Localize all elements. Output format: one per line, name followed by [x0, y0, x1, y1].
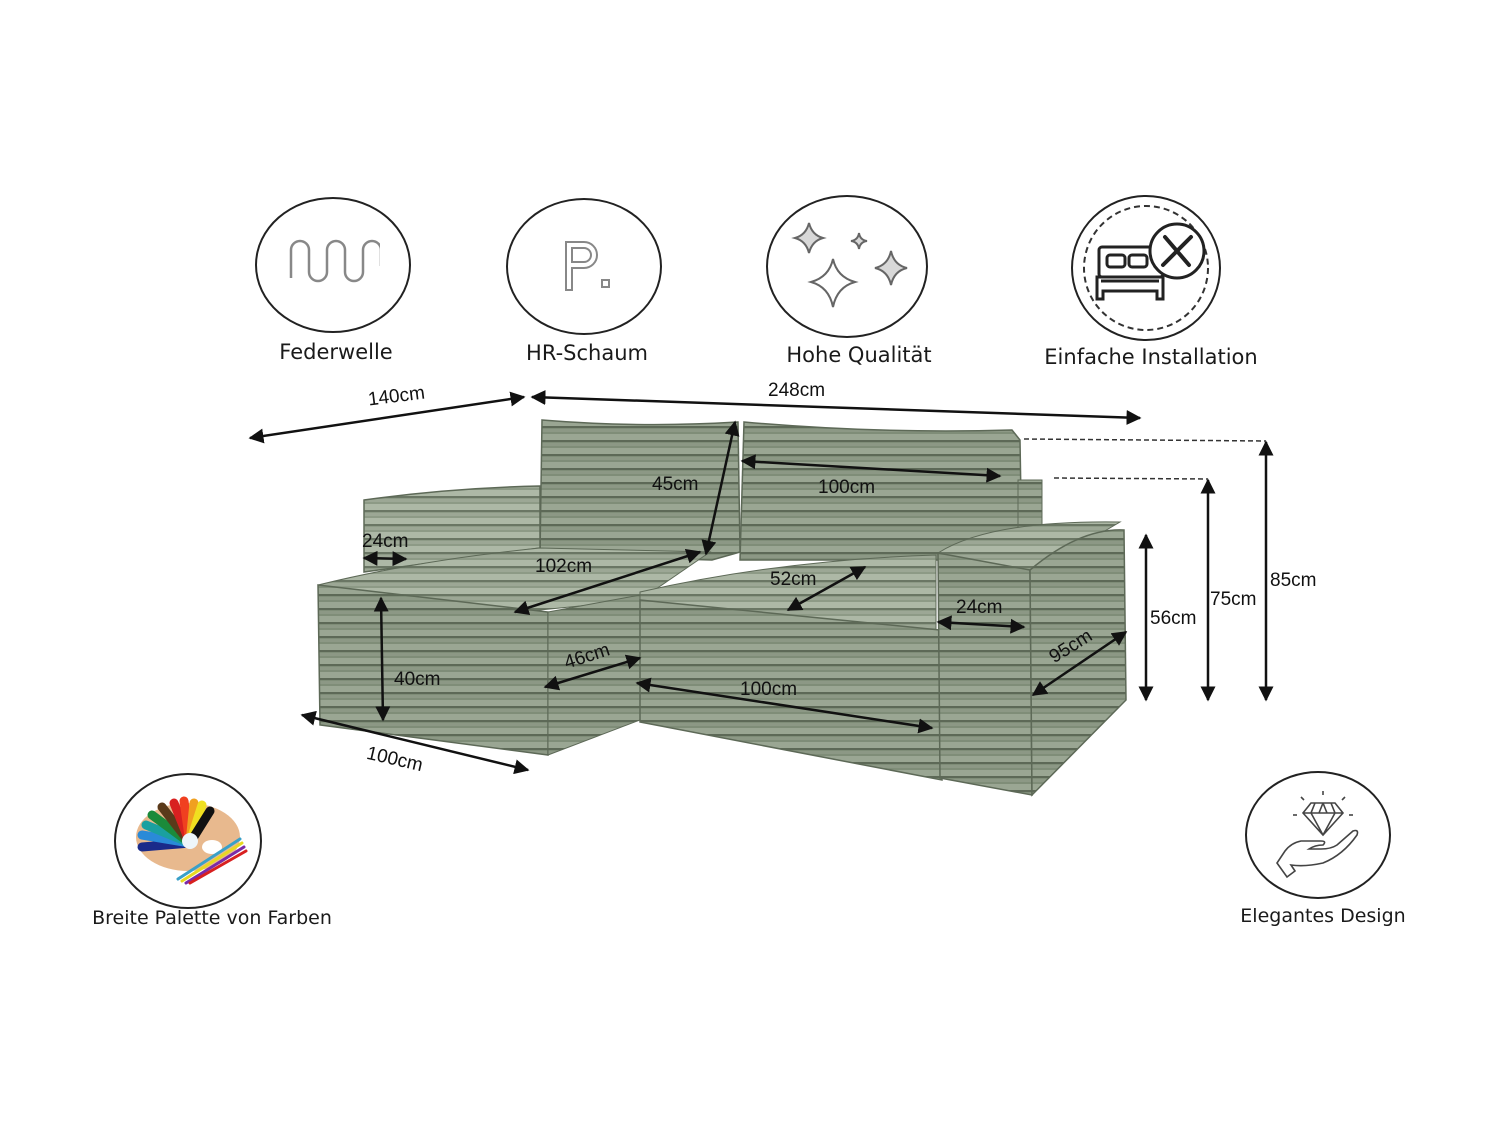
feature-label: Einfache Installation [1044, 345, 1258, 369]
dim-chaise-height: 40cm [394, 669, 441, 690]
dim-overall-width: 248cm [768, 380, 826, 401]
feature-label: Federwelle [279, 340, 393, 364]
bed-tools-icon [1083, 205, 1209, 331]
dim-back-cushion-height: 45cm [652, 474, 699, 495]
feature-circle [506, 198, 662, 335]
feature-label: HR-Schaum [526, 341, 648, 365]
sparkles-icon [791, 222, 908, 308]
feature-circle [1245, 771, 1391, 899]
dim-chaise-length: 102cm [535, 556, 593, 577]
dim-left-arm-width: 24cm [362, 531, 409, 552]
feature-circle [255, 197, 411, 333]
right-arm-front [937, 552, 1033, 796]
diamond-hand-icon [1276, 791, 1359, 879]
dim-back-cushion-width: 100cm [818, 477, 876, 498]
right-arm-side [1029, 529, 1127, 797]
dim-right-arm-width: 24cm [956, 597, 1003, 618]
feature-label: Elegantes Design [1240, 905, 1406, 927]
chaise-side [547, 594, 641, 756]
spring-wave-icon [289, 239, 380, 283]
dim-back-height: 75cm [1210, 589, 1257, 610]
dim-seat-depth: 52cm [770, 569, 817, 590]
paint-palette-icon [136, 796, 248, 885]
dim-total-height: 85cm [1270, 570, 1317, 591]
dim-seat-front-width: 100cm [740, 679, 798, 700]
dim-arm-height: 56cm [1150, 608, 1197, 629]
feature-label: Hohe Qualität [786, 343, 932, 367]
feature-label: Breite Palette von Farben [92, 907, 332, 929]
foam-p-icon [565, 241, 610, 291]
left-arm [363, 485, 541, 573]
